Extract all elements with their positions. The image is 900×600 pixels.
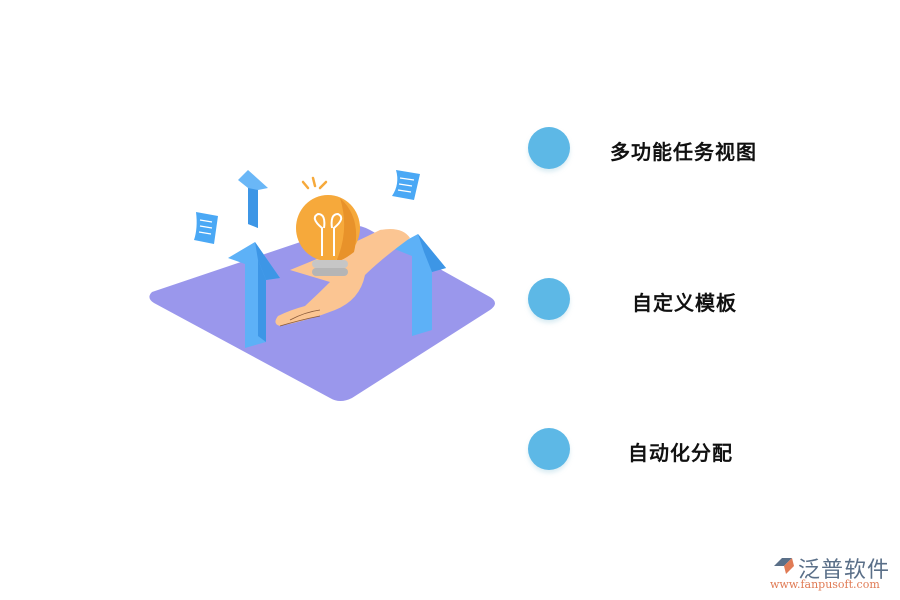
feature-label: 自动化分配	[628, 441, 733, 465]
bullet-dot	[528, 428, 570, 470]
feature-label: 自定义模板	[632, 291, 737, 315]
bullet-dot	[528, 127, 570, 169]
paper-left-icon	[194, 212, 218, 244]
logo-url: www.fanpusoft.com	[770, 578, 880, 591]
feature-item: 多功能任务视图	[528, 127, 828, 171]
brand-logo: 泛普软件 www.fanpusoft.com	[768, 550, 898, 596]
logo-name: 泛普软件	[798, 558, 891, 583]
bullet-dot	[528, 278, 570, 320]
lightbulb-icon	[296, 176, 360, 276]
feature-label: 多功能任务视图	[610, 140, 757, 164]
arrow-up-right-icon	[392, 234, 446, 336]
hand-icon	[275, 229, 410, 327]
hero-illustration	[140, 160, 510, 410]
feature-item: 自动化分配	[528, 428, 828, 472]
feature-item: 自定义模板	[528, 278, 828, 322]
arrow-up-small-icon	[238, 170, 268, 228]
paper-right-icon	[392, 170, 420, 200]
logo-mark-icon	[774, 558, 794, 574]
arrow-up-left-icon	[228, 242, 280, 348]
